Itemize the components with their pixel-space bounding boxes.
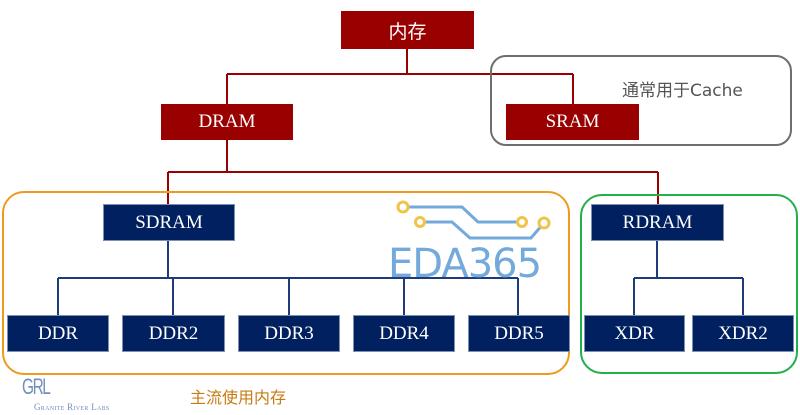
cache-group-frame [490,55,792,146]
circuit-trace-icon [403,205,545,240]
node-sram[interactable]: SRAM [506,104,639,140]
node-ddr4[interactable]: DDR4 [353,315,455,352]
node-memory-root[interactable]: 内存 [341,11,474,49]
mainstream-group-label: 主流使用内存 [190,388,287,407]
node-xdr[interactable]: XDR [584,315,685,352]
cache-group-label: 通常用于Cache [622,81,743,101]
node-sdram[interactable]: SDRAM [103,204,235,241]
mainstream-group-frame [2,191,570,375]
node-dram[interactable]: DRAM [161,104,293,140]
grl-logo: GRL [22,374,51,399]
node-ddr3[interactable]: DDR3 [238,315,340,352]
grl-company-name: Granite River Labs [34,402,110,412]
node-ddr2[interactable]: DDR2 [122,315,225,352]
node-ddr[interactable]: DDR [7,315,109,352]
node-ddr5[interactable]: DDR5 [468,315,570,352]
node-rdram[interactable]: RDRAM [591,204,724,241]
node-xdr2[interactable]: XDR2 [692,315,794,352]
rdram-group-frame [580,194,798,374]
eda365-watermark: EDA365 [388,241,542,287]
